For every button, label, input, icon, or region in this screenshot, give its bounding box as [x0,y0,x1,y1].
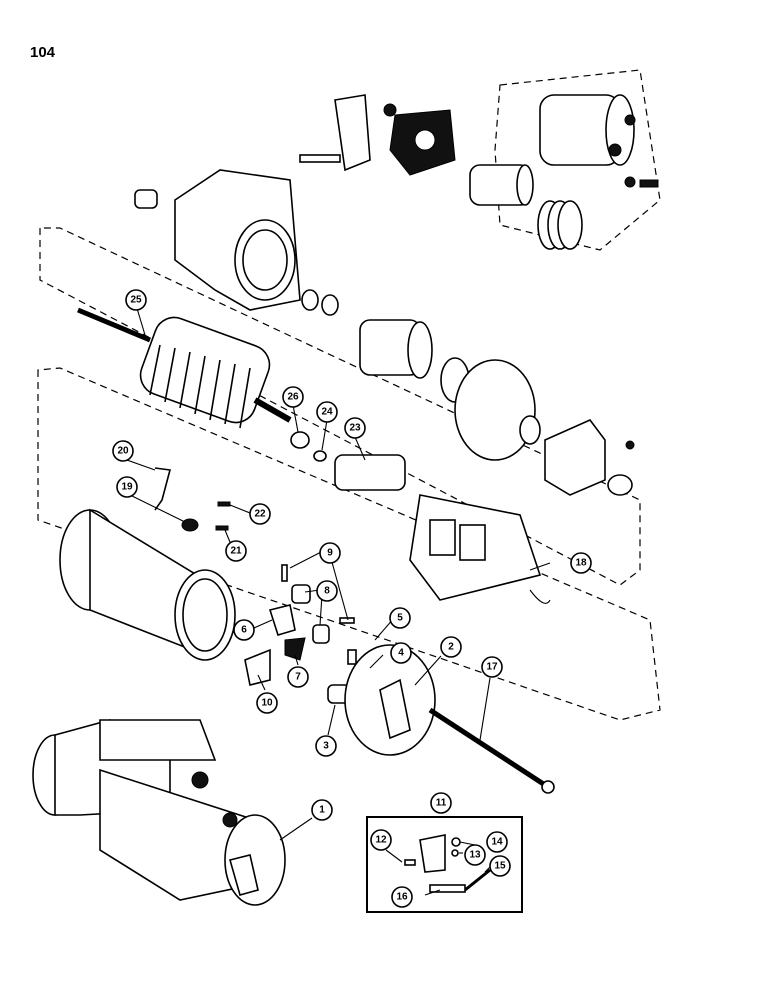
svg-text:17: 17 [486,662,498,673]
svg-text:20: 20 [117,446,129,457]
svg-text:10: 10 [261,698,273,709]
group-outline-solenoid [494,69,661,251]
screw-9 [281,564,288,582]
brush-8a [291,584,311,604]
screw-21 [215,525,229,531]
callout-2: 2 [440,636,462,658]
callout-19: 19 [116,476,138,498]
callout-11: 11 [430,792,452,814]
field-frame [59,508,236,661]
end-plate-2 [344,644,436,756]
svg-text:23: 23 [349,423,361,434]
svg-text:13: 13 [469,850,481,861]
svg-text:3: 3 [323,741,329,752]
drive-housing [134,169,301,311]
callout-8: 8 [316,580,338,602]
callout-3: 3 [315,735,337,757]
brush-holder-7 [284,637,306,661]
callout-22: 22 [249,503,271,525]
armature [77,307,292,429]
svg-text:11: 11 [436,798,447,809]
callout-21: 21 [225,540,247,562]
gasket [454,359,541,461]
svg-text:7: 7 [295,672,301,683]
brush-8b [312,624,330,644]
svg-text:4: 4 [398,648,404,659]
svg-text:15: 15 [494,861,506,872]
solenoid-screws [624,176,659,188]
svg-text:9: 9 [327,548,333,559]
svg-text:6: 6 [241,625,247,636]
field-coil [409,494,551,604]
washer-24 [313,450,327,462]
callout-23: 23 [344,417,366,439]
solenoid-plunger [469,164,534,206]
drive-pinion [301,289,470,403]
svg-text:24: 24 [321,407,333,418]
screw-22 [217,501,231,507]
svg-text:1: 1 [319,805,325,816]
callout-12: 12 [370,829,392,851]
svg-text:26: 26 [287,392,299,403]
svg-text:2: 2 [448,642,454,653]
callout-9: 9 [319,542,341,564]
bushing-23 [334,454,406,491]
svg-text:12: 12 [375,835,387,846]
commutator-end-frame [544,419,635,496]
starter-assembly [32,719,286,906]
callout-24: 24 [316,401,338,423]
svg-text:16: 16 [396,892,408,903]
svg-text:21: 21 [230,546,242,557]
group-outline-drive-housing [39,227,641,586]
svg-text:18: 18 [575,558,587,569]
callout-7: 7 [287,666,309,688]
callout-10: 10 [256,692,278,714]
callout-15: 15 [489,855,511,877]
lead-20 [154,467,172,511]
callout-17: 17 [481,656,503,678]
solenoid-body [539,94,636,166]
svg-text:19: 19 [121,482,133,493]
grommet-19 [181,518,199,532]
svg-text:8: 8 [324,586,330,597]
callout-5: 5 [389,607,411,629]
shift-lever [299,94,371,172]
svg-text:5: 5 [397,613,403,624]
callout-1: 1 [311,799,333,821]
through-bolt-17 [428,707,555,794]
page-number: 104 [30,44,56,61]
callout-25: 25 [125,289,147,311]
callout-16: 16 [391,886,413,908]
inset-box [366,816,523,913]
lever-housing-plate [383,103,456,176]
spring-5 [347,649,357,665]
callout-20: 20 [112,440,134,462]
callout-6: 6 [233,619,255,641]
callout-26: 26 [282,386,304,408]
svg-text:25: 25 [130,295,142,306]
solenoid-spring [537,200,583,250]
svg-text:14: 14 [491,837,503,848]
svg-text:22: 22 [254,509,266,520]
brush-holder-6 [268,604,296,636]
screw-9b [339,617,355,624]
callout-4: 4 [390,642,412,664]
callout-13: 13 [464,844,486,866]
callout-18: 18 [570,552,592,574]
group-outline-field-frame [37,367,661,721]
brush-holder-10 [244,648,271,686]
washer-26 [290,431,310,449]
callout-14: 14 [486,831,508,853]
